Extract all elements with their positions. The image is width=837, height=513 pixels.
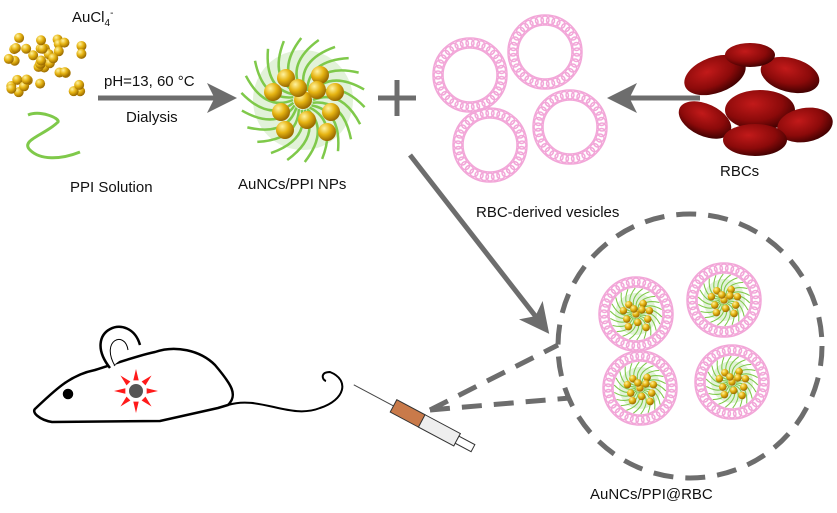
- aucl4-subscript: 4: [105, 18, 111, 29]
- vesicles-label: RBC-derived vesicles: [476, 204, 619, 221]
- gold-dot: [35, 78, 46, 89]
- ppi-solution-label: PPI Solution: [70, 179, 153, 196]
- signal-ray: [141, 375, 152, 386]
- gold-dot: [76, 40, 87, 51]
- gold-dot: [6, 83, 17, 94]
- callout-lines: [428, 342, 571, 413]
- hybrid-particle: [694, 344, 770, 420]
- vesicle: [507, 14, 583, 90]
- signal-ray: [120, 396, 131, 407]
- hybrid-particle: [598, 276, 674, 352]
- vesicle: [452, 107, 528, 183]
- gold-dot: [36, 35, 47, 46]
- gold-dot: [74, 79, 85, 90]
- gold-dot: [76, 48, 87, 59]
- gold-dot: [59, 37, 70, 48]
- vesicle: [532, 89, 608, 165]
- rbc-derived-vesicles: [432, 14, 608, 183]
- gold-dot: [37, 43, 48, 54]
- syringe: [353, 384, 476, 453]
- hybrid-particle: [686, 262, 762, 338]
- condition-label: pH=13, 60 °C: [104, 73, 195, 90]
- gold-dot: [28, 50, 39, 61]
- vesicle: [432, 37, 508, 113]
- gold-dot: [21, 74, 32, 85]
- gold-dot: [36, 55, 47, 66]
- plus-sign: [378, 80, 416, 116]
- gold-dot: [48, 53, 59, 64]
- rbcs-label: RBCs: [720, 163, 759, 180]
- aucl4-superscript: -: [110, 8, 113, 19]
- mouse: [33, 325, 344, 424]
- gold-dot: [10, 42, 21, 53]
- dialysis-label: Dialysis: [126, 109, 178, 126]
- nps-label: AuNCs/PPI NPs: [238, 176, 346, 193]
- aunc-ppi-nanoparticle: [240, 37, 366, 163]
- coating-arrow: [408, 153, 550, 334]
- signal-ray: [114, 388, 126, 394]
- aucl4-label: AuCl4-: [72, 8, 113, 29]
- product-label: AuNCs/PPI@RBC: [590, 486, 713, 503]
- fluorescence-signal: [114, 369, 158, 413]
- signal-ray: [133, 401, 139, 413]
- signal-ray: [141, 396, 152, 407]
- signal-ray: [120, 375, 131, 386]
- aunc-ppi-rbc-particles: [598, 262, 770, 426]
- gold-dot: [3, 53, 14, 64]
- signal-ray: [146, 388, 158, 394]
- aucl4-text: AuCl: [72, 9, 105, 26]
- signal-ray: [133, 369, 139, 381]
- ppi-polymer-chain: [26, 111, 81, 160]
- gold-dot: [59, 67, 70, 78]
- gold-dot: [14, 32, 25, 43]
- hybrid-particle: [602, 350, 678, 426]
- gold-precursor-dots: [3, 32, 87, 98]
- gold-dot: [21, 43, 32, 54]
- red-blood-cells: [678, 43, 833, 156]
- gold-dot: [53, 46, 64, 57]
- gold-dot: [12, 74, 23, 85]
- zoom-callout-circle: [555, 211, 825, 481]
